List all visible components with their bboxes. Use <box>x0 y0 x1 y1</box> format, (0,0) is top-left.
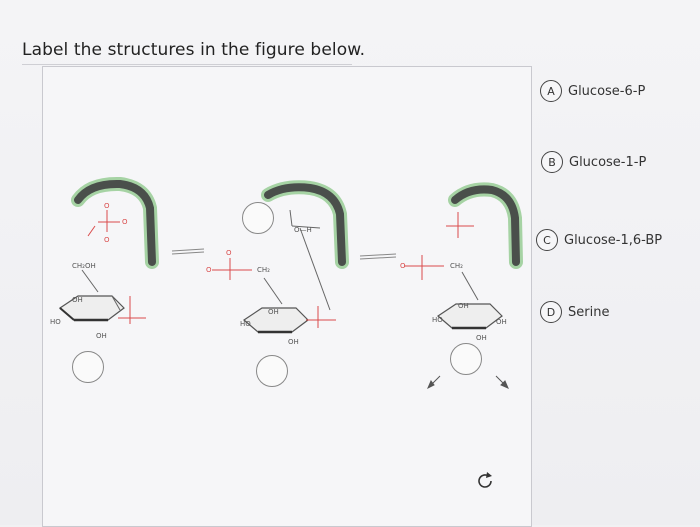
ho-label-1: HO <box>50 318 61 326</box>
m2-o-top: O <box>226 249 232 257</box>
enzyme1-phosphate <box>87 210 120 237</box>
answer-letter-d: D <box>540 301 562 323</box>
diverging-arrows <box>427 375 509 390</box>
enzyme3-phosphate <box>446 212 474 238</box>
answer-letter-a: A <box>540 80 562 102</box>
molecule1-phosphate <box>118 296 146 324</box>
title-divider <box>22 64 352 65</box>
drop-target-enzyme2[interactable] <box>242 202 274 234</box>
answer-option-d[interactable]: D Serine <box>540 300 609 324</box>
ch2-label-2: CH₂ <box>257 266 270 274</box>
glucose-ring-2 <box>243 209 331 334</box>
oh-label-1b: OH <box>96 332 107 340</box>
answer-letter-b: B <box>541 151 563 173</box>
answer-label-a: Glucose-6-P <box>568 83 646 99</box>
answer-option-a[interactable]: A Glucose-6-P <box>540 79 645 103</box>
reset-icon <box>478 472 492 488</box>
ch2-label-3: CH₂ <box>450 262 463 270</box>
m2-o-left: O <box>206 266 212 274</box>
answer-letter-c: C <box>536 229 558 251</box>
oh-bond-label: O—H <box>294 226 312 234</box>
answer-label-b: Glucose-1-P <box>569 154 647 170</box>
oh-label-3b: OH <box>496 318 507 326</box>
molecule2-phosphate-top <box>212 258 252 280</box>
answer-label-d: Serine <box>568 304 610 320</box>
equilibrium-arrow-1 <box>171 248 205 255</box>
ho-label-2: HO <box>240 320 251 328</box>
equilibrium-arrow-2 <box>359 253 397 260</box>
oh-label-3c: OH <box>476 334 487 342</box>
answer-label-c: Glucose-1,6-BP <box>564 232 663 248</box>
phosphate-o-top: O <box>104 202 110 210</box>
ch2oh-label-1: CH₂OH <box>72 262 96 270</box>
molecule3-phosphate-top <box>404 255 444 280</box>
answer-option-c[interactable]: C Glucose-1,6-BP <box>536 228 662 252</box>
molecule2-phosphate-bottom <box>306 306 336 328</box>
drop-target-molecule3[interactable] <box>450 343 482 375</box>
phosphate-o-right: O <box>122 218 128 226</box>
enzyme-shape-3 <box>448 182 523 269</box>
oh-label-3a: OH <box>458 302 469 310</box>
reset-button[interactable] <box>474 470 496 492</box>
oh-label-1a: OH <box>72 296 83 304</box>
phosphate-o-bottom: O <box>104 236 110 244</box>
enzyme-shape-2 <box>261 180 349 269</box>
answer-option-b[interactable]: B Glucose-1-P <box>541 150 646 174</box>
figure-panel <box>42 66 532 527</box>
ho-label-3: HO <box>432 316 443 324</box>
glucose-ring-1 <box>59 269 125 322</box>
drop-target-enzyme1[interactable] <box>72 351 104 383</box>
glucose-ring-3 <box>437 271 503 330</box>
m3-o-left: O <box>400 262 406 270</box>
oh-label-2b: OH <box>288 338 299 346</box>
oh-label-2a: OH <box>268 308 279 316</box>
enzyme-shape-1 <box>71 176 159 269</box>
drop-target-molecule2[interactable] <box>256 355 288 387</box>
question-title: Label the structures in the figure below… <box>22 40 366 60</box>
